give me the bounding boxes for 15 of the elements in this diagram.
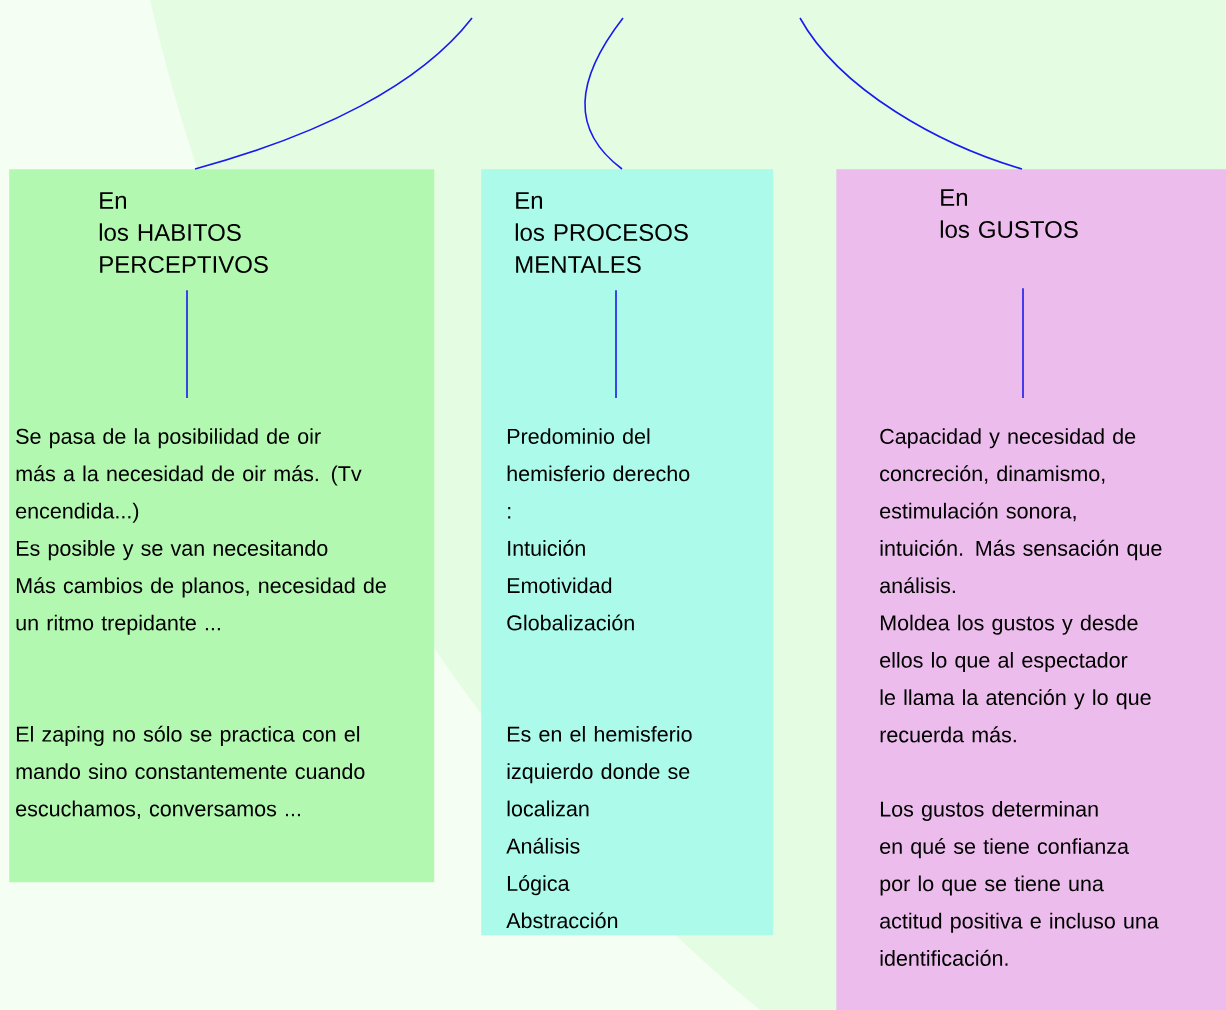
heading: En los PROCESOS MENTALES xyxy=(515,192,688,273)
connector-line xyxy=(186,289,188,399)
connector-line xyxy=(1022,287,1024,399)
heading: En los HABITOS PERCEPTIVOS xyxy=(99,192,268,273)
panel xyxy=(481,169,774,936)
heading: En los GUSTOS xyxy=(940,189,1078,238)
body-text: Capacidad y necesidad de concreción, dinamismo, estimulación sonora, intuición. Más sensación que análisis. Moldea los gustos y desde ellos lo que al espectador le llama la atención y lo que recuerda más. Los gustos determinan en qué se tiene confianza por lo que se tiene una actitud positiva e incluso una identificación. xyxy=(880,428,1162,966)
connector-curve xyxy=(584,17,624,170)
panel xyxy=(9,169,435,883)
body-text: Predominio del hemisferio derecho : Intuición Emotividad Globalización Es en el hemisferio izquierdo donde se localizan Análisis Lógica Abstracción xyxy=(506,428,692,929)
panel xyxy=(836,169,1226,1010)
connector-curve xyxy=(194,17,473,170)
connector-curve xyxy=(799,17,1023,170)
connector-line xyxy=(615,289,617,399)
body-text: Se pasa de la posibilidad de oir más a la necesidad de oir más. (Tv encendida...) Es posible y se van necesitando Más cambios de planos, necesidad de un ritmo trepidante ... El zaping no sólo se practica con el mando sino constantemente cuando escuchamos, conversamos ... xyxy=(16,428,386,819)
